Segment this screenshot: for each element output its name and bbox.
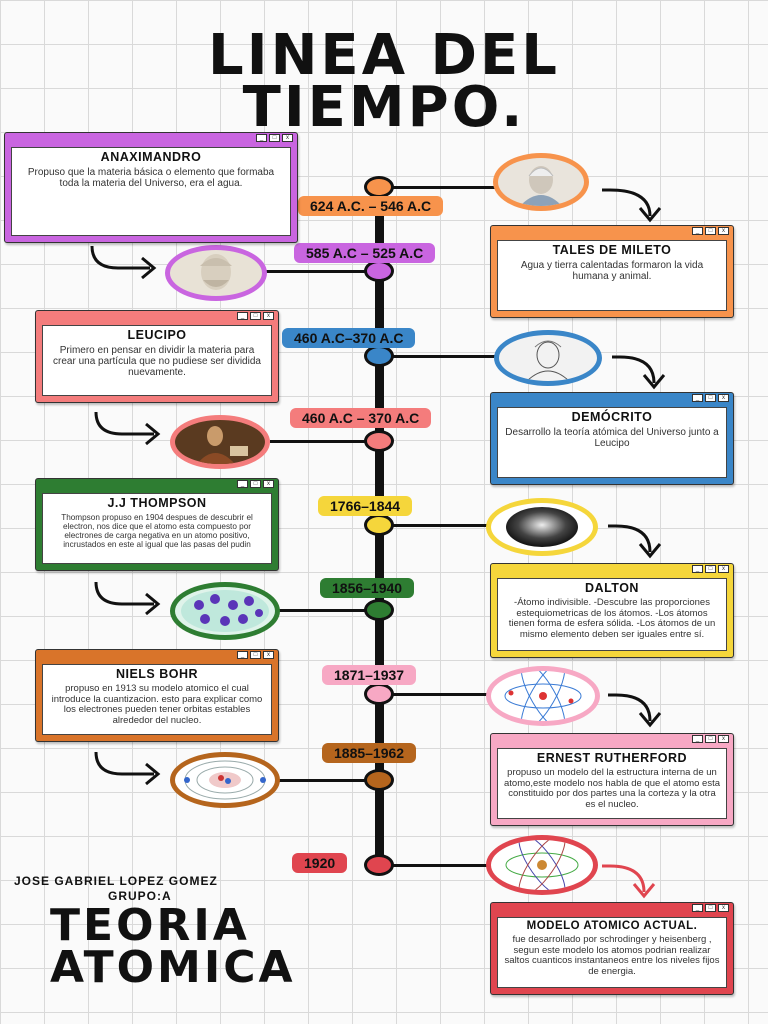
subtitle-line-2: ATOMICA [50,942,296,993]
sphere-icon [506,507,578,547]
branch-line [380,524,490,527]
card-dalton: _□x DALTON-Átomo indivisible. -Descubre … [490,563,734,658]
branch-line [270,779,380,782]
date-pill: 1856–1940 [320,578,415,598]
date-pill: 460 A.C–370 A.C [282,328,416,348]
modern-atom-icon [505,840,579,890]
card-title: NIELS BOHR [115,667,199,681]
sketch-icon [526,340,570,381]
anaximandro-portrait [165,245,267,301]
branch-line [265,270,380,273]
thompson-portrait [486,498,598,556]
card-text: -Átomo indivisible. -Descubre las propor… [508,597,716,640]
curved-arrow-icon [608,693,662,728]
timeline-node [364,176,394,198]
branch-line [380,693,490,696]
curved-arrow-icon [612,355,666,390]
atom-shell-icon [184,760,266,800]
dalton-portrait [170,582,280,640]
bust-icon [520,166,562,206]
card-title: ANAXIMANDRO [100,150,202,164]
page-title-line-1: LINEA DEL [208,23,560,88]
rutherford-portrait [170,752,280,808]
bust-icon [200,254,232,290]
curved-arrow-icon [94,751,161,786]
date-pill: 1885–1962 [322,743,417,763]
timeline-node [364,599,394,621]
date-pill: 460 A.C – 370 A.C [290,408,432,428]
timeline-node [364,345,394,367]
curved-arrow-icon [602,188,662,223]
bohr-portrait [486,666,600,726]
curved-arrow-icon [602,864,656,899]
curved-arrow-icon [94,581,161,616]
curved-arrow-icon [608,524,662,559]
card-title: TALES DE MILETO [552,243,672,257]
card-text: Primero en pensar en dividir la materia … [53,345,261,378]
card-title: DEMÓCRITO [571,410,653,424]
leucipo-portrait [494,330,602,386]
modern-model-portrait [486,835,598,895]
card-title: MODELO ATOMICO ACTUAL. [526,920,698,932]
card-text: propuso un modelo del la estructura inte… [503,767,720,810]
card-text: propuso en 1913 su modelo atomico el cua… [51,683,263,726]
card-text: Propuso que la materia básica o elemento… [27,167,275,189]
timeline-node [364,683,394,705]
card-text: Agua y tierra calentadas formaron la vid… [520,260,704,282]
card-modern-model: _□x MODELO ATOMICO ACTUAL.fue desarrolla… [490,902,734,995]
branch-line [380,186,500,189]
pudding-icon [181,590,269,632]
author-name: JOSE GABRIEL LOPEZ GOMEZ [14,874,218,888]
branch-line [270,440,380,443]
branch-line [380,355,500,358]
card-title: LEUCIPO [127,328,187,342]
timeline-node [364,514,394,536]
timeline-node [364,430,394,452]
date-pill: 1871–1937 [322,665,417,685]
card-text: Desarrollo la teoría atómica del Univers… [505,427,719,449]
curved-arrow-icon [90,245,157,280]
painting-icon [197,426,248,464]
group-label: GRUPO:A [108,889,172,903]
tales-portrait [493,153,589,211]
date-pill: 1766–1844 [318,496,413,516]
card-text: Thompson propuso en 1904 despues de desc… [61,513,253,549]
date-pill: 624 A.C. – 546 A.C [298,196,444,216]
timeline-node [364,260,394,282]
curved-arrow-icon [94,411,161,446]
card-text: fue desarrollado por schrodinger y heise… [504,934,720,977]
timeline-node [364,769,394,791]
card-title: J.J THOMPSON [107,496,207,510]
date-pill: 1920 [292,853,348,873]
date-pill: 585 A.C – 525 A.C [294,243,436,263]
branch-line [270,609,380,612]
democrito-portrait [170,415,270,469]
timeline-node [364,854,394,876]
card-title: DALTON [585,581,639,595]
subtitle-line-1: TEORIA [50,900,250,951]
card-title: ERNEST RUTHERFORD [536,751,688,765]
orbits-icon [504,671,582,721]
branch-line [380,864,490,867]
page-title-line-2: TIEMPO. [242,75,526,140]
